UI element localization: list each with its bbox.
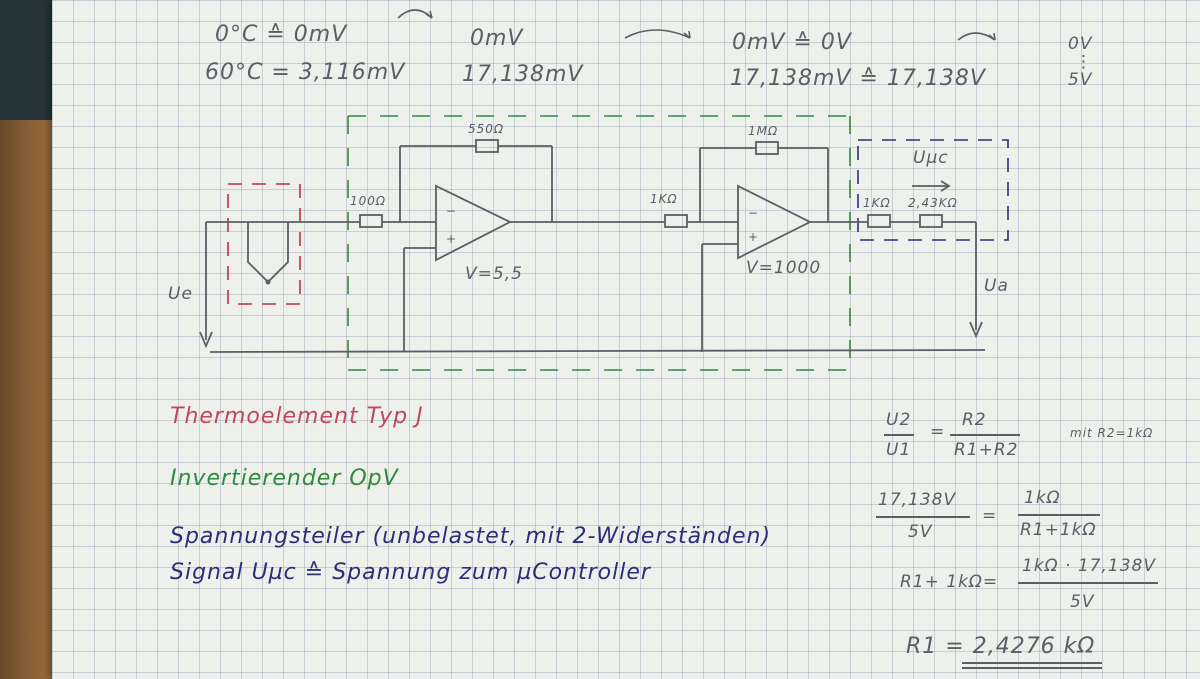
header-col1-line1: 0°C ≙ 0mV [215, 22, 348, 47]
header-col4-sep: ⋮ [1075, 52, 1093, 72]
calc-frac3-num: 17,138V [878, 490, 957, 510]
header-col2-line1: 0mV [470, 26, 524, 51]
legend-inverting: Invertierender OpV [170, 466, 399, 491]
result-underline [962, 667, 1102, 669]
calc-frac5-den: 5V [1070, 592, 1095, 612]
calc-frac1-den: U1 [886, 440, 912, 460]
calc-frac5-num: 1kΩ · 17,138V [1022, 556, 1156, 576]
header-col4-line2: 5V [1068, 70, 1093, 90]
opamp-1 [435, 184, 513, 262]
calc-frac3-den: 5V [908, 522, 933, 542]
r-fb2-label: 1MΩ [748, 124, 779, 138]
opamp-2 [737, 184, 813, 260]
ua-label: Ua [984, 276, 1009, 296]
calc-frac1-num: U2 [886, 410, 912, 430]
result-underline [962, 662, 1102, 664]
header-col3-line1: 0mV ≙ 0V [732, 30, 852, 55]
r-div2-label: 2,43KΩ [908, 196, 958, 210]
gain2-label: V=1000 [746, 258, 822, 278]
legend-signal: Signal Uµc ≙ Spannung zum µController [170, 560, 651, 585]
fraction-bar [884, 434, 914, 436]
opamp1-minus: − [446, 204, 458, 218]
r-fb1-label: 550Ω [468, 122, 505, 136]
divider-box [857, 139, 1009, 241]
calc-note: mit R2=1kΩ [1070, 426, 1154, 440]
fraction-bar [1018, 582, 1158, 584]
fraction-bar [950, 434, 1020, 436]
opamp-stages-box [347, 115, 851, 371]
opamp2-minus: − [748, 206, 760, 220]
ue-label: Ue [168, 284, 193, 304]
calc-eq2: = [982, 506, 998, 526]
calc-frac4-num: 1kΩ [1024, 488, 1061, 508]
arrow-icon [957, 32, 996, 41]
thermocouple-box [227, 183, 301, 305]
fraction-bar [1018, 514, 1100, 516]
gain1-label: V=5,5 [465, 264, 523, 284]
r-in2-label: 1KΩ [650, 192, 678, 206]
arrow-icon [624, 29, 691, 39]
thermocouple-symbol [247, 222, 289, 284]
legend-divider: Spannungsteiler (unbelastet, mit 2-Wider… [170, 524, 772, 549]
header-col3-line2: 17,138mV ≙ 17,138V [730, 66, 986, 91]
legend-thermo: Thermoelement Typ J [170, 404, 424, 429]
header-col2-line2: 17,138mV [462, 62, 584, 87]
calc-line3-left: R1+ 1kΩ= [900, 572, 999, 592]
fraction-bar [876, 516, 970, 518]
header-col4-line1: 0V [1068, 34, 1093, 54]
r-div1-label: 1KΩ [863, 196, 891, 210]
calc-frac2-num: R2 [962, 410, 987, 430]
arrow-icon [397, 9, 433, 19]
opamp1-plus: + [446, 232, 458, 246]
r-in1-label: 100Ω [350, 194, 387, 208]
opamp2-plus: + [748, 230, 760, 244]
calc-frac2-den: R1+R2 [954, 440, 1019, 460]
calc-result: R1 = 2,4276 kΩ [906, 634, 1096, 659]
grid-paper-sheet [52, 0, 1200, 679]
header-col1-line2: 60°C = 3,116mV [205, 60, 406, 85]
calc-eq1: = [930, 422, 946, 442]
calc-frac4-den: R1+1kΩ [1020, 520, 1097, 540]
u-uc-label: Uµc [913, 148, 949, 168]
